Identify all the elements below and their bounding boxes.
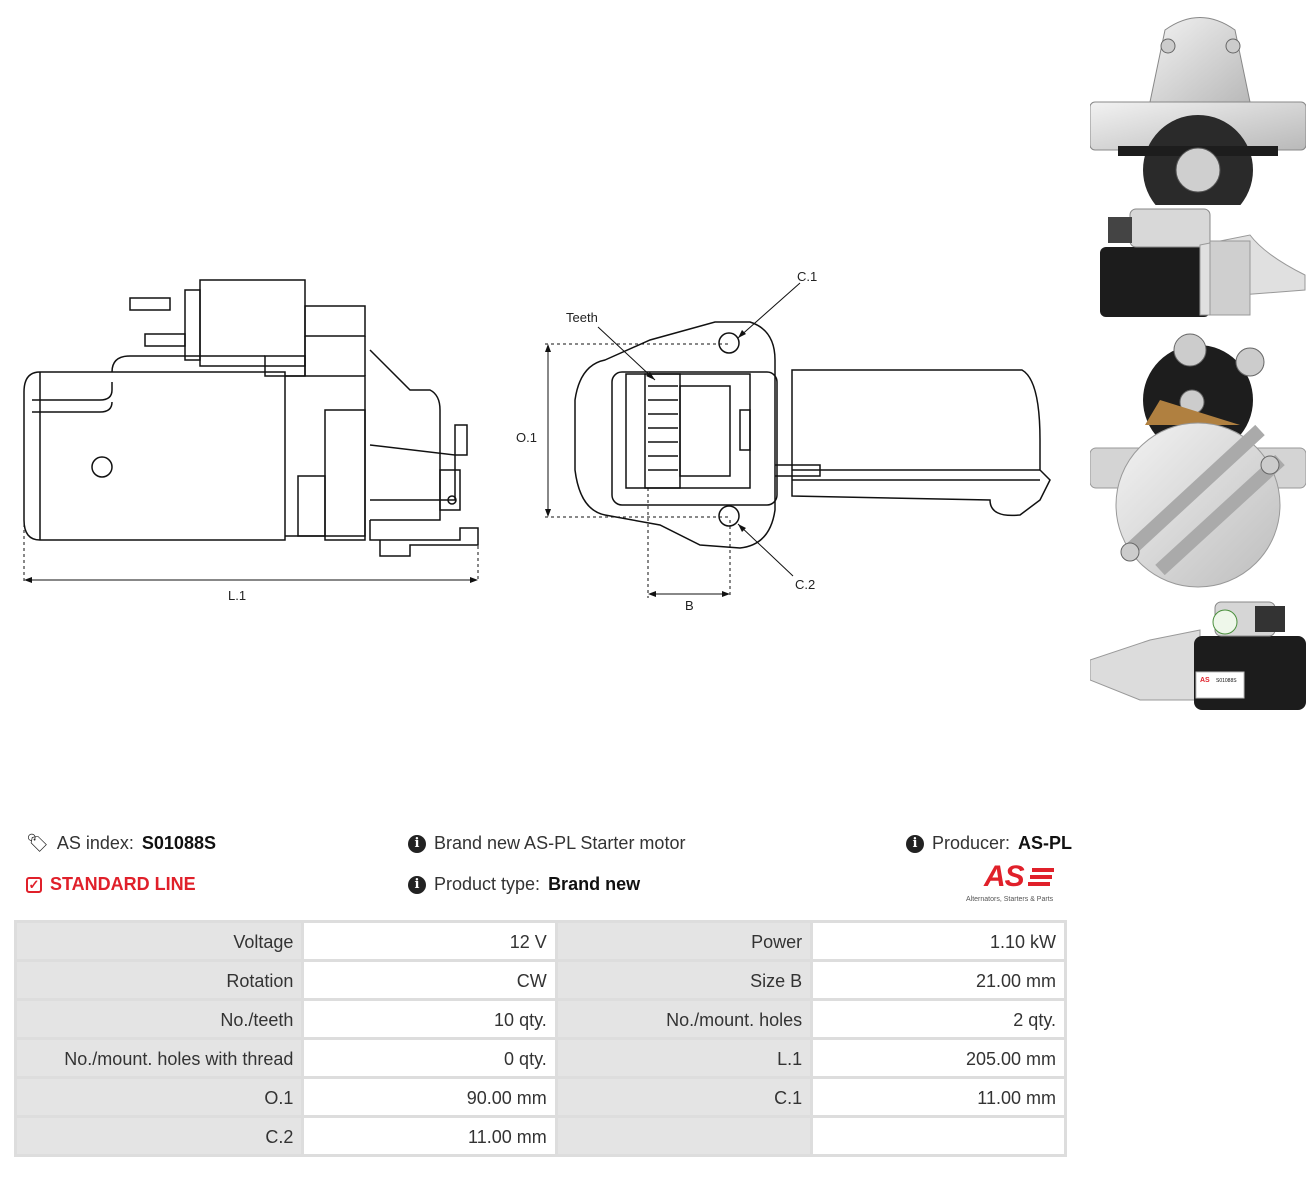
standard-line-label: STANDARD LINE <box>50 874 196 894</box>
label-l1: L.1 <box>228 588 246 603</box>
technical-drawing: L.1 O.1 Teeth C.1 C.2 B <box>23 269 1051 613</box>
photo-label-badge: AS <box>1200 677 1210 684</box>
spec-value: CW <box>304 962 555 998</box>
product-type: i Product type: Brand new <box>408 874 640 895</box>
spec-value: 1.10 kW <box>813 923 1064 959</box>
photo-label-text: S01088S <box>1216 678 1237 684</box>
as-index-label: AS index: <box>56 833 134 853</box>
table-row: Rotation CW Size B 21.00 mm <box>17 962 1064 998</box>
product-description: i Brand new AS-PL Starter motor <box>408 833 685 854</box>
spec-value <box>813 1118 1064 1154</box>
spec-key: O.1 <box>17 1079 302 1115</box>
info-icon: i <box>408 834 426 853</box>
as-index: 🏷 AS index: S01088S <box>26 833 216 854</box>
product-photo-front[interactable] <box>1090 10 1306 205</box>
spec-key: L.1 <box>557 1040 811 1076</box>
table-row: No./teeth 10 qty. No./mount. holes 2 qty… <box>17 1001 1064 1037</box>
info-icon: i <box>906 834 924 853</box>
logo-text: AS <box>984 860 1025 893</box>
spec-value: 10 qty. <box>304 1001 555 1037</box>
spec-key <box>557 1118 811 1154</box>
label-c2: C.2 <box>795 577 815 592</box>
product-photo-rear[interactable] <box>1090 330 1306 590</box>
producer-value: AS-PL <box>1018 833 1073 853</box>
product-type-label: Product type: <box>434 874 541 894</box>
spec-key: No./mount. holes <box>557 1001 811 1037</box>
label-o1: O.1 <box>516 430 537 445</box>
spec-key: C.2 <box>17 1118 302 1154</box>
logo-tagline: Alternators, Starters & Parts <box>966 896 1054 903</box>
as-index-value: S01088S <box>141 833 216 853</box>
logo-mark: AS <box>984 860 1056 894</box>
table-row: No./mount. holes with thread 0 qty. L.1 … <box>17 1040 1064 1076</box>
label-c1: C.1 <box>797 269 817 284</box>
table-row: Voltage 12 V Power 1.10 kW <box>17 923 1064 959</box>
spec-key: Voltage <box>17 923 302 959</box>
info-icon: i <box>408 875 426 894</box>
spec-key: No./mount. holes with thread <box>17 1040 302 1076</box>
standard-line: ✓ STANDARD LINE <box>26 874 196 895</box>
spec-key: C.1 <box>557 1079 811 1115</box>
product-photo-side-label[interactable]: AS S01088S <box>1090 600 1306 718</box>
spec-value: 2 qty. <box>813 1001 1064 1037</box>
producer: i Producer: AS-PL <box>906 833 1072 854</box>
spec-key: Size B <box>557 962 811 998</box>
product-photo-side[interactable] <box>1090 205 1306 320</box>
producer-label: Producer: <box>932 833 1011 853</box>
as-pl-logo[interactable]: AS Alternators, Starters & Parts <box>966 860 1068 908</box>
spec-value: 12 V <box>304 923 555 959</box>
table-row: O.1 90.00 mm C.1 11.00 mm <box>17 1079 1064 1115</box>
spec-key: Power <box>557 923 811 959</box>
spec-value: 90.00 mm <box>304 1079 555 1115</box>
spec-value: 11.00 mm <box>304 1118 555 1154</box>
table-row: C.2 11.00 mm <box>17 1118 1064 1154</box>
front-view-drawing <box>545 282 1051 598</box>
label-b: B <box>685 598 694 613</box>
side-view-drawing <box>23 279 479 583</box>
spec-key: No./teeth <box>17 1001 302 1037</box>
tags-icon: 🏷 <box>26 833 49 853</box>
spec-value: 0 qty. <box>304 1040 555 1076</box>
spec-value: 21.00 mm <box>813 962 1064 998</box>
product-type-value: Brand new <box>548 874 641 894</box>
check-square-icon: ✓ <box>26 876 42 893</box>
specifications-table: Voltage 12 V Power 1.10 kW Rotation CW S… <box>14 920 1067 1157</box>
label-teeth: Teeth <box>566 310 598 325</box>
description-text: Brand new AS-PL Starter motor <box>434 833 686 853</box>
spec-value: 11.00 mm <box>813 1079 1064 1115</box>
spec-value: 205.00 mm <box>813 1040 1064 1076</box>
spec-key: Rotation <box>17 962 302 998</box>
